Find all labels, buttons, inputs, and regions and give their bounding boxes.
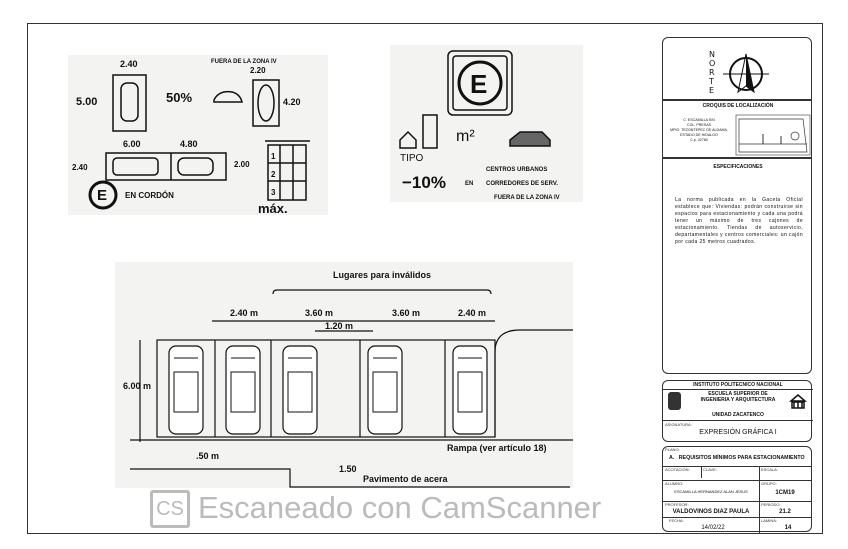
grid-number: 3 [271, 188, 276, 197]
periodo-value: 21.2 [779, 509, 791, 515]
percent-label: −10% [402, 173, 446, 192]
address-line: ESTADO DE HIDALGO [680, 133, 718, 137]
lamina-value: 14 [784, 525, 792, 531]
esia-logo [789, 394, 807, 409]
address-line: C. ESCAMILLA S/N [683, 118, 715, 122]
dim-label: 2.40 m [230, 308, 258, 318]
plan-drawing: Lugares para inválidos 2.40 m 3.60 m 1.2… [123, 270, 573, 488]
car-icon [452, 345, 488, 435]
school-name: ESCUELA SUPERIOR DE INGENIERIA Y ARQUITE… [700, 391, 776, 403]
dim-side-width-2: 2.00 [234, 160, 250, 169]
cordon-label: EN CORDÓN [125, 191, 174, 200]
address-line: MPIO. TEZONTEPEC DE ALDAMA, [670, 128, 728, 132]
sidewalk-label: Pavimento de acera [363, 474, 449, 484]
grupo-label: GRUPO: [761, 481, 777, 486]
subject-value: EXPRESIÓN GRÁFICA I [699, 429, 777, 436]
north-panel: NORTE [662, 37, 812, 100]
car-icon [367, 345, 403, 435]
note-line: CENTROS URBANOS [486, 167, 547, 173]
fecha-value: 14/02/22 [701, 525, 725, 531]
north-label: NORTE [709, 50, 716, 95]
north-arrow-icon [723, 53, 769, 94]
spec-text: La norma publicada en la Gaceta Oficial … [675, 197, 803, 245]
accessible-spaces-title: Lugares para inválidos [333, 270, 431, 280]
grid-number: 1 [271, 152, 276, 161]
percent-label: 50% [166, 90, 192, 105]
max-label: máx. [258, 201, 288, 215]
dim-small-length: 4.20 [283, 97, 301, 107]
offset-label: .50 m [196, 451, 219, 461]
dim-small-width: 2.20 [250, 66, 266, 75]
fecha-label: FECHA: [669, 518, 684, 523]
spec-title: ESPECIFICACIONES [713, 164, 763, 170]
sketch-drawing: E TIPO m² −10% EN CENTROS URBANOS CORRED… [399, 50, 560, 201]
note-line: CORREDORES DE SERV. [486, 181, 558, 187]
dim-label: 3.60 m [392, 308, 420, 318]
dim-side-width: 2.40 [72, 163, 88, 172]
dim-label: 3.60 m [305, 308, 333, 318]
ipn-logo [668, 392, 681, 410]
car-icon [225, 345, 261, 435]
parking-sign-letter: E [470, 69, 487, 99]
car-icon [282, 345, 318, 435]
location-panel: CROQUIS DE LOCALIZACIÓN C. ESCAMILLA S/N… [662, 100, 812, 158]
dim-top-width: 2.40 [120, 59, 138, 69]
car-icon [168, 345, 204, 435]
institution-panel: INSTITUTO POLITECNICO NACIONAL ESCUELA S… [662, 380, 813, 442]
zone-note: FUERA DE LA ZONA IV [211, 59, 277, 65]
clave-label: CLAVE: [703, 467, 717, 472]
address-line: COL. PRESAS [687, 123, 711, 127]
curb-label: 1.50 [339, 464, 357, 474]
location-map [735, 114, 811, 156]
acotacion-label: ACOTACIÓN: [665, 467, 690, 472]
lamina-label: LAMINA: [761, 518, 778, 523]
sketch-parking-dimensions: 2.40 FUERA DE LA ZONA IV 5.00 50% 2.20 4… [68, 55, 328, 216]
profesor-label: PROFESOR: [665, 502, 689, 507]
institute-name: INSTITUTO POLITECNICO NACIONAL [663, 382, 813, 390]
profesor-value: VALDOVINOS DIAZ PAULA [672, 509, 750, 515]
plan-value: A. REQUISITOS MÍNIMOS PARA ESTACIONAMIEN… [669, 455, 805, 461]
camscanner-watermark: Escaneado con CamScanner [198, 490, 602, 525]
periodo-label: PERIODO: [761, 502, 781, 507]
alumno-value: ESCAMILLA HERNANDEZ ALAN JESUS [674, 489, 748, 494]
unit-name: UNIDAD ZACATENCO [663, 412, 813, 421]
sketch-parking-sign: E TIPO m² −10% EN CENTROS URBANOS CORRED… [390, 45, 583, 202]
alumno-label: ALUMNO: [665, 481, 684, 486]
address: C. ESCAMILLA S/N COL. PRESAS MPIO. TEZON… [665, 118, 733, 143]
tipo-label: TIPO [400, 153, 424, 164]
subject-label: ASIGNATURA: [665, 422, 692, 427]
dim-label: 2.40 m [458, 308, 486, 318]
camscanner-logo: CS [150, 490, 190, 528]
en-label: EN [465, 181, 473, 187]
plan-label: PLANO: [665, 447, 680, 452]
dim-length: 5.00 [76, 96, 97, 108]
parking-plan: Lugares para inválidos 2.40 m 3.60 m 1.2… [115, 262, 573, 488]
address-line: C.p. 42780 [690, 138, 708, 142]
ramp-label: Rampa (ver artículo 18) [447, 443, 547, 453]
sketch-drawing: 2.40 FUERA DE LA ZONA IV 5.00 50% 2.20 4… [72, 59, 310, 216]
dim-parallel-short: 4.80 [180, 139, 198, 149]
location-title: CROQUIS DE LOCALIZACIÓN [702, 103, 774, 109]
specifications-panel: ESPECIFICACIONES La norma publicada en l… [662, 158, 812, 374]
dim-label: 1.20 m [325, 321, 353, 331]
dim-parallel-long: 6.00 [123, 139, 141, 149]
depth-label: 6.00 m [123, 381, 151, 391]
grid-number: 2 [271, 170, 276, 179]
note-line: FUERA DE LA ZONA IV [494, 195, 560, 201]
escala-label: ESCALA: [761, 467, 778, 472]
drawing-sheet-border [27, 23, 823, 534]
parking-sign-letter: E [97, 187, 107, 204]
parked-cars [168, 345, 488, 435]
m2-label: m² [456, 128, 475, 145]
grupo-value: 1CM19 [775, 490, 795, 496]
sheet-info-panel: PLANO: A. REQUISITOS MÍNIMOS PARA ESTACI… [662, 446, 812, 533]
